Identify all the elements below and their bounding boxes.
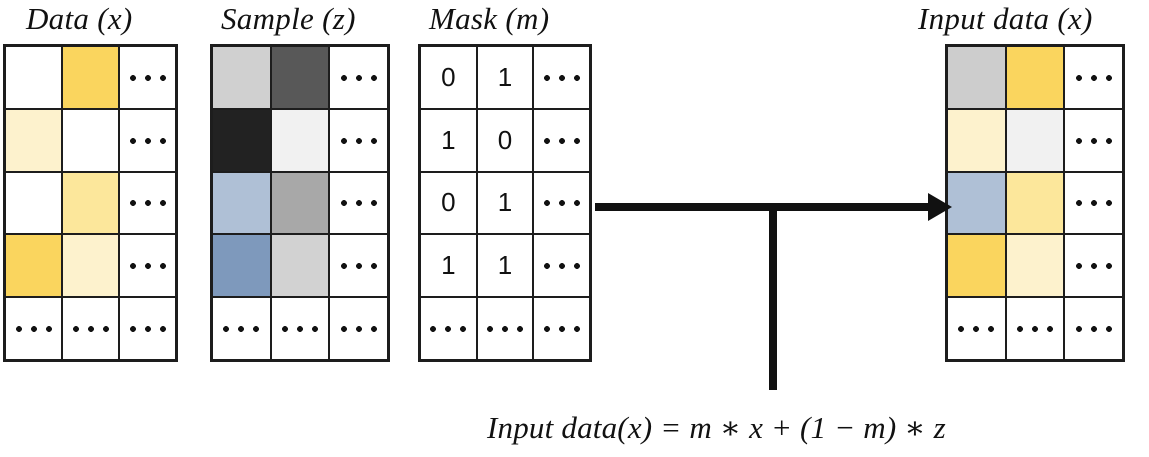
matrix-cell [6,109,61,171]
matrix-cell [271,47,329,108]
panel-title-input-data: Input data (x) [918,1,1093,36]
matrix-cell [1065,235,1122,297]
matrix-cell [1006,47,1064,108]
matrix-cell: 1 [421,235,476,297]
panel-title-data: Data (x) [26,1,133,36]
matrix-cell [948,172,1005,234]
matrix-cell [63,298,118,359]
matrix-cell [948,235,1005,297]
matrix-cell: 0 [421,47,476,108]
input-data-matrix [945,44,1125,362]
matrix-cell: 1 [477,47,533,108]
matrix-cell [534,298,589,359]
matrix-cell [213,298,270,359]
matrix-cell [120,235,175,297]
matrix-cell [534,47,589,108]
matrix-cell: 1 [477,172,533,234]
matrix-cell [213,235,270,297]
matrix-cell [213,172,270,234]
matrix-cell [1065,172,1122,234]
matrix-cell [6,47,61,108]
sample-matrix [210,44,390,362]
matrix-cell [271,235,329,297]
matrix-cell [948,47,1005,108]
matrix-cell: 1 [477,235,533,297]
matrix-cell [1006,172,1064,234]
matrix-cell [330,235,387,297]
matrix-cell [534,172,589,234]
matrix-cell [63,47,118,108]
matrix-cell [330,47,387,108]
matrix-cell [6,298,61,359]
matrix-cell [330,109,387,171]
panel-title-sample: Sample (z) [221,1,356,36]
matrix-cell [120,172,175,234]
matrix-cell [120,298,175,359]
matrix-cell [120,109,175,171]
matrix-cell [6,235,61,297]
matrix-cell [271,172,329,234]
matrix-cell [1006,298,1064,359]
matrix-cell [1065,298,1122,359]
matrix-cell [271,109,329,171]
matrix-cell [63,172,118,234]
panel-title-mask: Mask (m) [429,1,550,36]
matrix-cell: 1 [421,109,476,171]
matrix-cell [534,235,589,297]
matrix-cell [330,172,387,234]
matrix-cell [1006,235,1064,297]
matrix-cell [63,109,118,171]
matrix-cell [330,298,387,359]
data-matrix [3,44,178,362]
matrix-cell [1006,109,1064,171]
matrix-cell [534,109,589,171]
matrix-cell [120,47,175,108]
flow-connector [595,193,952,390]
matrix-cell [948,298,1005,359]
matrix-cell [213,109,270,171]
matrix-cell [1065,109,1122,171]
matrix-cell [63,235,118,297]
matrix-cell [421,298,476,359]
matrix-cell: 0 [421,172,476,234]
fusion-formula: Input data(x) = m ∗ x + (1 − m) ∗ z [487,410,946,445]
matrix-cell [477,298,533,359]
matrix-cell [213,47,270,108]
matrix-cell: 0 [477,109,533,171]
matrix-cell [271,298,329,359]
matrix-cell [948,109,1005,171]
matrix-cell [1065,47,1122,108]
matrix-cell [6,172,61,234]
